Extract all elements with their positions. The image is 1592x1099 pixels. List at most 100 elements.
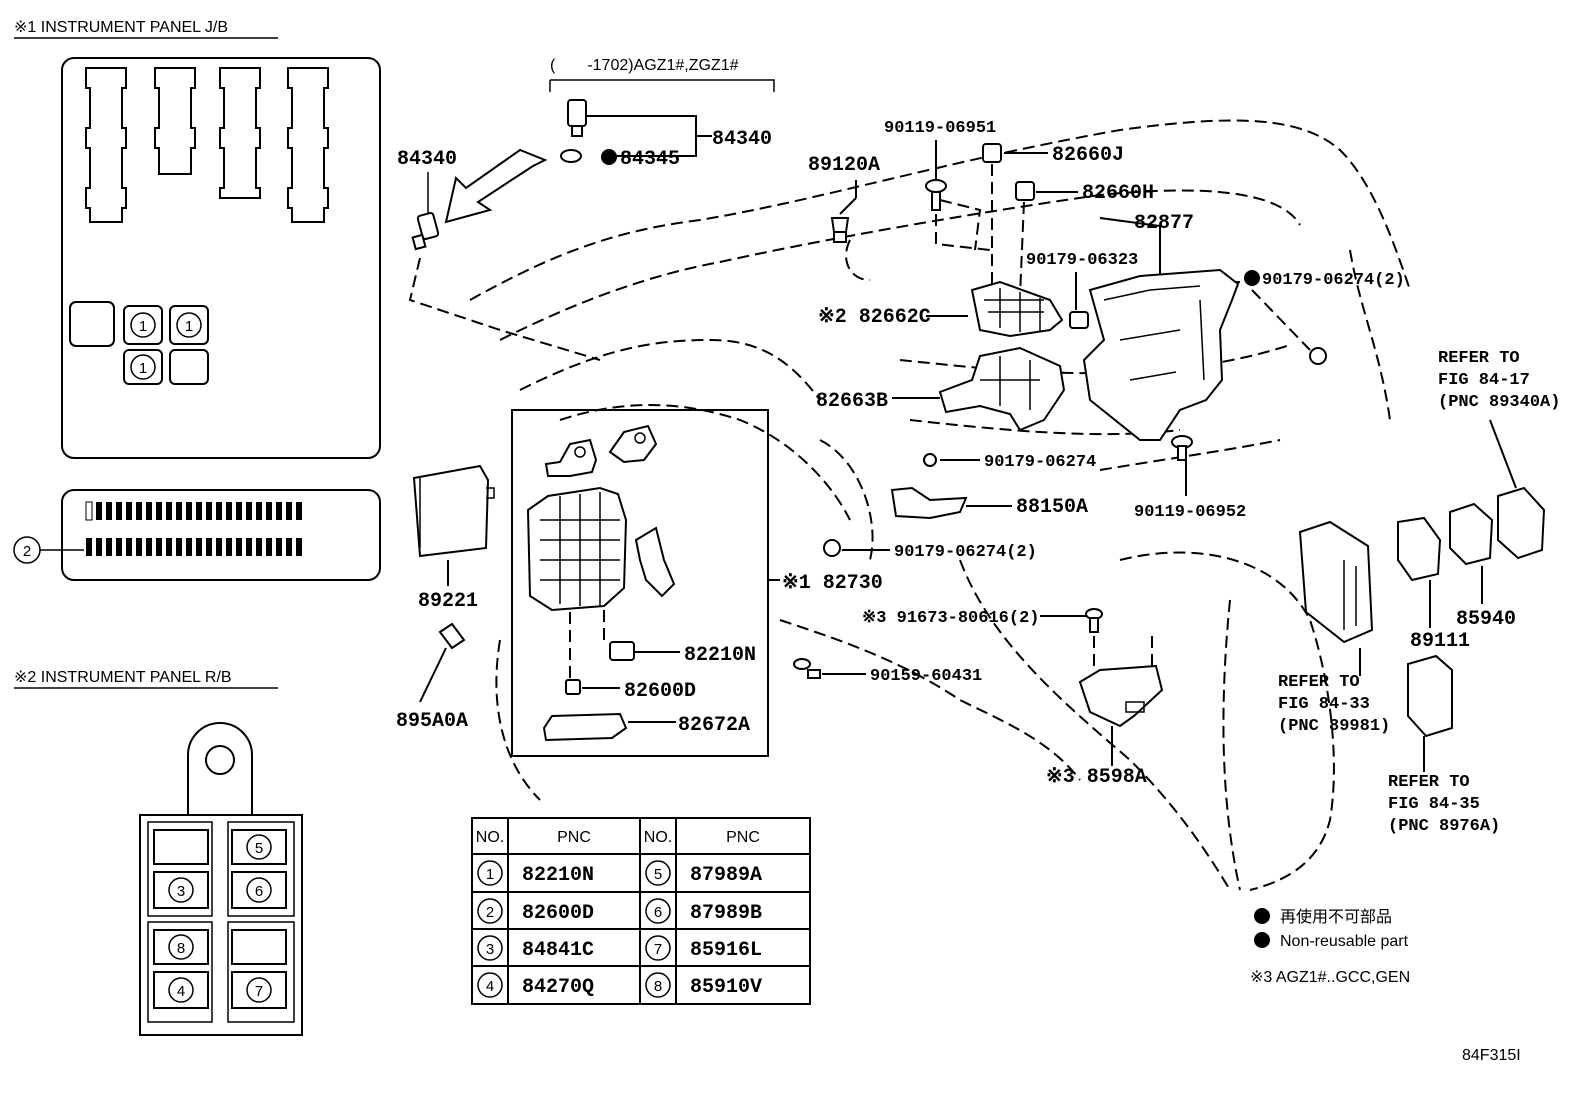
callout-90179-06274: 90179-06274: [984, 453, 1096, 472]
pnc-cell-pnc-right: 85916L: [690, 939, 762, 962]
connector-pin: [176, 502, 182, 520]
refer-note-8976A: REFER TO FIG 84-35 (PNC 8976A): [1388, 773, 1500, 836]
callout-90159-60431: 90159-60431: [870, 667, 982, 686]
connector-pin: [156, 502, 162, 520]
switch-84340-top: [560, 99, 587, 163]
pnc-table-header-pnc-left: PNC: [557, 829, 591, 846]
bracket-82877: [1082, 268, 1240, 441]
jb-bracket-left: [544, 438, 598, 477]
rb-panel-outline: [139, 722, 303, 1036]
connector-pin: [286, 538, 292, 556]
connector-pin: [126, 538, 132, 556]
nut-82660J: [982, 143, 1002, 163]
rb-marker-4: 4: [177, 983, 185, 1000]
connector-pin: [276, 538, 282, 556]
jb-assembly-box: [511, 409, 769, 757]
pnc-table-header-pnc-right: PNC: [726, 829, 760, 846]
callout-82672A: 82672A: [678, 714, 750, 737]
pnc-cell-pnc-right: 87989A: [690, 864, 762, 887]
non-reusable-marker-84345: [601, 149, 617, 165]
pnc-cell-pnc-left: 82210N: [522, 864, 594, 887]
pnc-cell-pnc-right: 85910V: [690, 976, 762, 999]
connector-pin: [216, 538, 222, 556]
switch-84340-left: [411, 212, 440, 251]
legend-marker-jp: [1254, 908, 1270, 924]
refer-note-89340A: REFER TO FIG 84-17 (PNC 89340A): [1438, 349, 1560, 412]
callout-82660H: 82660H: [1082, 182, 1154, 205]
svg-text:REFER TO: REFER TO: [1278, 673, 1360, 692]
relay-82210N: [609, 641, 635, 661]
connector-pin: [236, 538, 242, 556]
callout-90119-06951: 90119-06951: [884, 119, 996, 138]
connector-pin: [106, 538, 112, 556]
nut-90179-06323: [1069, 311, 1089, 329]
callout-84345: 84345: [620, 148, 680, 171]
pnc-row-marker: [645, 898, 671, 924]
connector-pin: [206, 538, 212, 556]
svg-text:REFER TO: REFER TO: [1438, 349, 1520, 368]
module-89111: [1397, 516, 1442, 582]
pnc-cell-no-left: 1: [486, 866, 494, 883]
direction-arrow: [444, 148, 548, 224]
connector-pin: [156, 538, 162, 556]
connector-pin: [146, 502, 152, 520]
connector-pin: [106, 502, 112, 520]
callout-82663B: 82663B: [816, 390, 888, 413]
pnc-cell-pnc-left: 82600D: [522, 902, 594, 925]
connector-pin: [126, 502, 132, 520]
callout-90179-06274-2-mid: 90179-06274(2): [894, 543, 1037, 562]
pnc-cell-no-right: 7: [654, 941, 662, 958]
legend-marker-en: [1254, 932, 1270, 948]
clip-895A0A: [438, 622, 466, 650]
callout-82877: 82877: [1134, 212, 1194, 235]
jb-fuse-slots: [85, 67, 329, 223]
connector-pin: [136, 538, 142, 556]
cover-82672A: [542, 712, 628, 742]
connector-pin: [276, 502, 282, 520]
callout-90119-06952: 90119-06952: [1134, 503, 1246, 522]
rb-marker-3: 3: [177, 883, 185, 900]
bolt-90119-06952: [1171, 435, 1193, 461]
callout-90179-06323: 90179-06323: [1026, 251, 1138, 270]
callout-89111: 89111: [1410, 630, 1470, 653]
dashboard-outline: [469, 119, 1411, 891]
connector-pin: [196, 538, 202, 556]
svg-text:FIG 84-33: FIG 84-33: [1278, 695, 1370, 714]
callout-82660J: 82660J: [1052, 144, 1124, 167]
module-89981: [1298, 520, 1374, 644]
callout-84340-left: 84340: [397, 148, 457, 171]
pnc-cell-no-left: 2: [486, 904, 494, 921]
jb-marker-1a: 1: [139, 318, 147, 335]
jb-marker-1b: 1: [185, 318, 193, 335]
connector-pin: [96, 538, 102, 556]
rb-marker-5: 5: [255, 840, 263, 857]
pnc-row-marker: [645, 860, 671, 886]
callout-82600D: 82600D: [624, 680, 696, 703]
callout-89120A: 89120A: [808, 154, 880, 177]
connector-pin: [296, 538, 302, 556]
figure-id: 84F315I: [1462, 1047, 1521, 1064]
connector-pin: [296, 502, 302, 520]
connector-pin: [86, 538, 92, 556]
connector-pin: [166, 502, 172, 520]
clip-89120A: [830, 217, 850, 243]
callout-89221: 89221: [418, 590, 478, 613]
svg-text:(PNC 8976A): (PNC 8976A): [1388, 817, 1500, 836]
pnc-cell-no-right: 5: [654, 866, 662, 883]
pnc-cell-no-left: 4: [486, 978, 494, 995]
relay-block-82662C: [970, 280, 1064, 338]
callout-90179-06274-2-top: 90179-06274(2): [1262, 271, 1405, 290]
legend-jp: 再使用不可部品: [1280, 908, 1392, 926]
svg-text:(PNC 89340A): (PNC 89340A): [1438, 393, 1560, 412]
callout-82730: ※1 82730: [782, 572, 883, 595]
svg-text:(PNC 89981): (PNC 89981): [1278, 717, 1390, 736]
module-85940: [1449, 502, 1494, 566]
pnc-row-marker: [645, 972, 671, 998]
nut-90179-06274-mid: [823, 539, 841, 557]
jb-connector-panel: [61, 489, 381, 581]
jb-empty-slot: [69, 301, 115, 347]
jb-marker-1c: 1: [139, 360, 147, 377]
bracket-89221: [412, 464, 495, 558]
connector-pin: [176, 538, 182, 556]
pnc-cell-pnc-right: 87989B: [690, 902, 762, 925]
